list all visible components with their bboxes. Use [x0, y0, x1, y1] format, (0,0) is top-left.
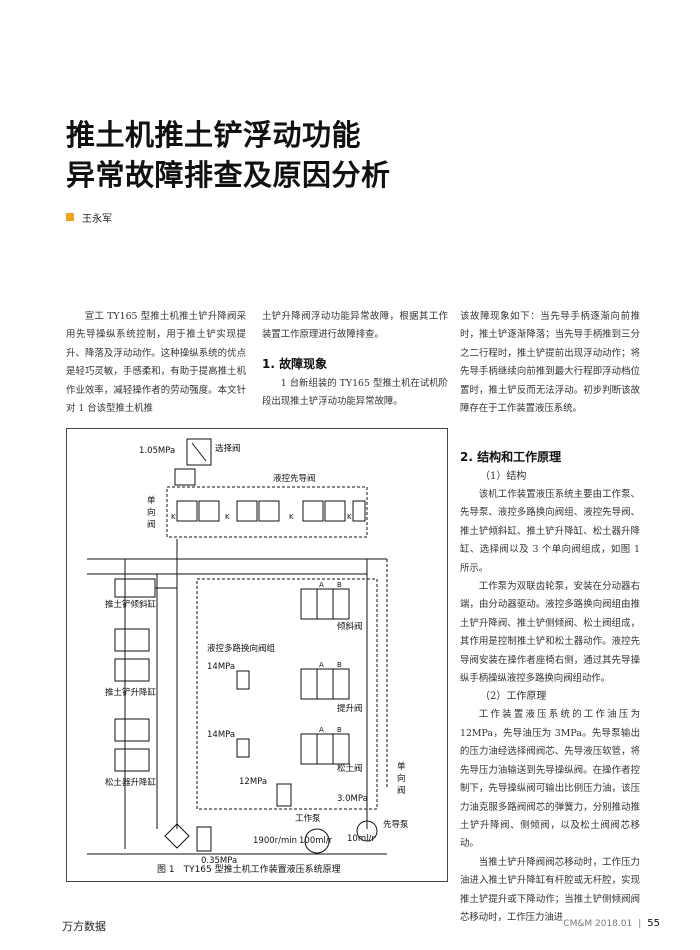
label-1-05mpa: 1.05MPa: [139, 446, 175, 456]
label-a-2: A: [319, 661, 324, 669]
intro-paragraph-continued: 土铲升降阀浮动功能异常故障，根据其工作装置工作原理进行故障排查。: [262, 311, 448, 341]
figure-caption: 图 1 TY165 型推土机工作装置液压系统原理: [157, 865, 341, 875]
label-a-1: A: [319, 581, 324, 589]
label-tilt-valve: 倾斜阀: [337, 621, 363, 632]
footer-page-number: 55: [647, 918, 660, 929]
filter-symbol: [164, 823, 190, 849]
intro-paragraph: 宣工 TY165 型推土机推土铲升降阀采用先导操纵系统控制，用于推土铲实现提升、…: [66, 311, 246, 415]
structure-paragraph-2: 工作泵为双联齿轮泵，安装在分动器右端，由分动器驱动。液控多路换向阀组由推土铲升降…: [460, 581, 640, 685]
text-column-1: 宣工 TY165 型推土机推土铲升降阀采用先导操纵系统控制，用于推土铲实现提升、…: [66, 308, 246, 418]
label-pilot-pump: 先导泵: [383, 819, 409, 830]
title-line-1: 推土机推土铲浮动功能: [66, 118, 362, 152]
text-column-2: 土铲升降阀浮动功能异常故障，根据其工作装置工作原理进行故障排查。 1. 故障现象…: [262, 308, 448, 412]
label-check-valve-right: 单: [397, 761, 406, 772]
label-a-3: A: [319, 726, 324, 734]
label-check-valve-left: 单: [147, 495, 156, 506]
pilot-valve-group: [166, 486, 368, 538]
pilot-valve-units: [176, 500, 366, 522]
label-check-valve-right-2: 向: [397, 773, 406, 784]
principle-paragraph-1: 工作装置液压系统的工作油压为 12MPa，先导油压为 3MPa。先导泵输出的压力…: [460, 709, 640, 850]
footer-journal: CM&M 2018.01: [563, 918, 633, 929]
label-0-35mpa: 0.35MPa: [201, 856, 237, 866]
multi-valve-group-box: [196, 578, 378, 810]
label-check-valve-right-3: 阀: [397, 786, 406, 796]
article-title: 推土机推土铲浮动功能 异常故障排查及原因分析: [66, 115, 646, 195]
lift-cylinder-symbol-1: [114, 628, 150, 652]
principle-paragraph-2: 当推土铲升降阀阀芯移动时，工作压力油进入推土铲升降缸有杆腔或无杆腔，实现推土铲提…: [460, 856, 640, 923]
label-k-1: K: [171, 513, 176, 521]
author-name: 王永军: [82, 213, 112, 225]
label-lift-valve: 提升阀: [337, 703, 363, 714]
label-multi-valve: 液控多路换向阀组: [207, 643, 276, 654]
label-ripper-cylinder: 松土器升降缸: [105, 777, 157, 788]
label-k-4: K: [347, 513, 352, 521]
label-flow-10: 10ml/r: [347, 834, 375, 844]
label-lift-cylinder: 推土铲升降缸: [105, 687, 157, 698]
label-b-2: B: [337, 661, 342, 669]
text-column-3: 该故障现象如下：当先导手柄逐渐向前推时，推土铲逐渐降落；当先导手柄推到三分之二行…: [460, 308, 640, 418]
label-speed: 1900r/min: [253, 836, 297, 846]
label-ripper-valve: 松土阀: [337, 763, 363, 774]
label-14mpa-a: 14MPa: [207, 662, 235, 672]
ripper-cylinder-symbol-2: [114, 748, 150, 772]
hydraulic-schematic: 1.05MPa 选择阀 液控先导阀 单 向 阀 推土铲倾斜缸 倾斜阀 液控多路换…: [87, 438, 409, 866]
label-work-pump: 工作泵: [295, 813, 321, 824]
label-check-valve-left-3: 阀: [147, 520, 156, 530]
lift-cylinder-symbol-2: [114, 658, 150, 682]
label-b-1: B: [337, 581, 342, 589]
label-12mpa: 12MPa: [239, 777, 267, 787]
select-valve-symbol: [186, 438, 212, 466]
label-k-2: K: [225, 513, 230, 521]
footer-separator: |: [638, 918, 642, 929]
subheading-principle: （2）工作原理: [480, 691, 547, 703]
fault-paragraph: 1 台新组装的 TY165 型推土机在试机阶段出现推土铲浮动功能异常故障。: [262, 377, 448, 408]
label-flow-100: 100ml/r: [299, 836, 333, 846]
label-pilot-valve: 液控先导阀: [273, 473, 316, 484]
title-line-2: 异常故障排查及原因分析: [66, 158, 391, 192]
label-select-valve: 选择阀: [215, 443, 241, 454]
tilt-cylinder-symbol: [114, 578, 156, 598]
footer-watermark: 万方数据: [62, 920, 106, 933]
pilot-pump-symbol: [356, 820, 378, 842]
footer-page-info: CM&M 2018.01 | 55: [563, 918, 660, 929]
label-k-3: K: [289, 513, 294, 521]
label-tilt-cylinder: 推土铲倾斜缸: [105, 599, 157, 610]
label-3mpa: 3.0MPa: [337, 794, 368, 804]
author-bullet-icon: [66, 213, 74, 221]
work-pump-symbol: [304, 828, 330, 854]
label-check-valve-left-2: 向: [147, 507, 156, 518]
section-heading-fault: 1. 故障现象: [262, 356, 328, 371]
label-b-3: B: [337, 726, 342, 734]
fault-description: 该故障现象如下：当先导手柄逐渐向前推时，推土铲逐渐降落；当先导手柄推到三分之二行…: [460, 311, 640, 415]
author-line: 王永军: [66, 210, 112, 225]
check-valve-top: [174, 468, 196, 486]
tank-valve-symbol: [196, 826, 212, 852]
text-column-4: 2. 结构和工作原理 （1）结构 该机工作装置液压系统主要由工作泵、先导泵、液控…: [460, 438, 640, 927]
structure-paragraph-1: 该机工作装置液压系统主要由工作泵、先导泵、液控多路换向阀组、液控先导阀、推土铲倾…: [460, 489, 640, 574]
section-heading-structure: 2. 结构和工作原理: [460, 450, 562, 464]
label-14mpa-b: 14MPa: [207, 730, 235, 740]
hydraulic-diagram-figure: 1.05MPa 选择阀 液控先导阀 单 向 阀 推土铲倾斜缸 倾斜阀 液控多路换…: [66, 428, 448, 882]
ripper-cylinder-symbol-1: [114, 718, 150, 742]
subheading-structure: （1）结构: [480, 471, 527, 482]
